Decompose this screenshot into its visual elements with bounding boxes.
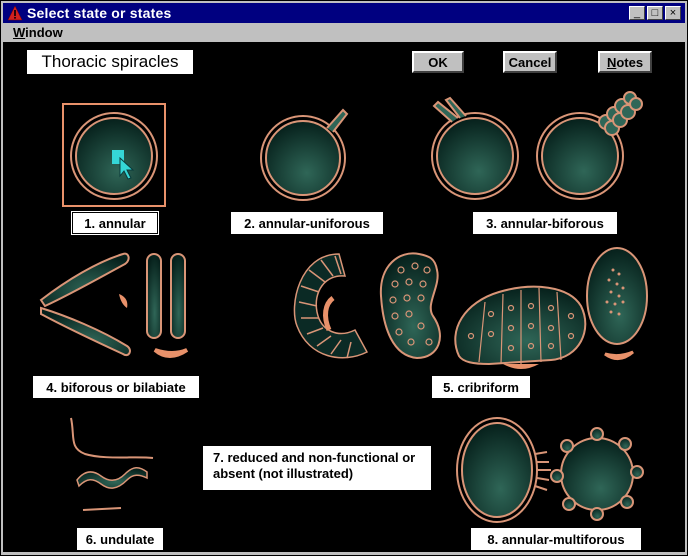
minimize-icon[interactable]: _ — [629, 6, 645, 20]
character-heading: Thoracic spiracles — [27, 50, 193, 74]
state-label-4[interactable]: 4. biforous or bilabiate — [33, 376, 199, 398]
maximize-icon[interactable]: □ — [647, 6, 663, 20]
ok-button[interactable]: OK — [412, 51, 464, 73]
maximize-glyph: □ — [651, 6, 659, 19]
cancel-button[interactable]: Cancel — [503, 51, 557, 73]
cribriform-illustration[interactable] — [289, 246, 669, 369]
menu-window[interactable]: Window — [3, 25, 73, 40]
undulate-illustration[interactable] — [65, 416, 157, 516]
state-label-5[interactable]: 5. cribriform — [432, 376, 530, 398]
window-title: Select state or states — [27, 5, 172, 21]
close-glyph: × — [669, 6, 677, 19]
state-label-8[interactable]: 8. annular-multiforous — [471, 528, 641, 550]
state-label-3[interactable]: 3. annular-biforous — [473, 212, 617, 234]
annular-multiforous-illustration[interactable] — [455, 414, 651, 526]
selected-state-frame — [62, 103, 166, 207]
annular-uniforous-illustration[interactable] — [259, 106, 351, 202]
state-label-7[interactable]: 7. reduced and non-functional or absent … — [203, 446, 431, 490]
state-label-6[interactable]: 6. undulate — [77, 528, 163, 550]
notes-label: otes — [616, 54, 644, 70]
biforous-illustration[interactable] — [37, 250, 203, 368]
menu-bar: Window — [3, 23, 685, 41]
minimize-glyph: _ — [633, 6, 641, 19]
annular-biforous-illustration[interactable] — [428, 91, 664, 202]
annular-illustration[interactable] — [68, 110, 160, 202]
close-icon[interactable]: × — [665, 6, 681, 20]
title-bar[interactable]: Select state or states _ □ × — [3, 3, 685, 23]
state-label-2[interactable]: 2. annular-uniforous — [231, 212, 383, 234]
menu-window-accel: W — [13, 24, 26, 40]
state-label-1[interactable]: 1. annular — [71, 211, 159, 235]
menu-window-label: indow — [25, 24, 63, 40]
notes-accel: N — [606, 54, 617, 70]
cursor-arrow-icon — [119, 156, 135, 180]
warning-triangle-icon — [7, 5, 23, 21]
